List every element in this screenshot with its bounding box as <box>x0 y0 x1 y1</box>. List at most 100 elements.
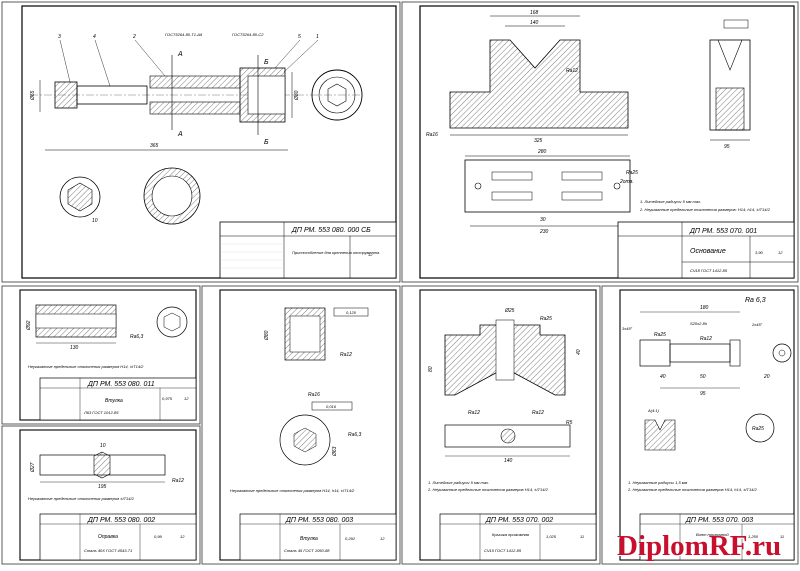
mandrel-roughness: Ra12 <box>172 478 184 484</box>
cover-dim-r5: R5 <box>566 420 573 426</box>
balloon-4: 4 <box>93 34 96 40</box>
sleeve2-roughness-2: Ra16 <box>308 392 320 398</box>
sleeve1-name: Втулка <box>105 398 123 404</box>
sleeve2-roughness-1: Ra12 <box>340 352 352 358</box>
base-name: Основание <box>690 248 726 255</box>
weld-standard-2: ГОСТ5264-80-С2 <box>232 32 264 37</box>
sheet-sleeve-2: 0,120 Ø80 Ra12 0,016 Ra16 Ra6,3 Ø63 Неук… <box>201 285 401 565</box>
screw-roughness-2: Ra12 <box>700 336 712 342</box>
section-mark-b-top: Б <box>264 59 269 66</box>
screw-roughness-main: Ra 6,3 <box>745 297 766 304</box>
sleeve1-material: Л63 ГОСТ 1012-85 <box>83 410 119 415</box>
sheet-assembly: 3 4 2 5 1 ГОСТ5264-80-Т1-Δ6 ГОСТ5264-80-… <box>1 1 401 283</box>
dim-dia-right: Ø80 <box>294 90 300 101</box>
section-mark-a-top: А <box>177 51 183 58</box>
section-a: 10 <box>59 176 101 224</box>
screw-dim-95: 95 <box>700 391 706 397</box>
cover-dim-dia25: Ø25 <box>504 308 515 314</box>
base-note-2: 2. Неуказанные предельные отклонения раз… <box>639 207 771 212</box>
sleeve2-designation: ДП РМ. 553 080. 003 <box>285 517 353 524</box>
sleeve1-dim-130: 130 <box>70 345 79 351</box>
balloon-5: 5 <box>298 34 301 40</box>
sleeve1-designation: ДП РМ. 553 080. 011 <box>87 381 155 388</box>
mandrel-sheet: 12 <box>180 534 185 539</box>
balloon-3: 3 <box>58 34 61 40</box>
assembly-name: Приспособление для крепления инструмента <box>292 250 380 255</box>
screw-dim-20: 20 <box>763 374 770 380</box>
cover-roughness-3: Ra12 <box>532 410 544 416</box>
sleeve2-note: Неуказанные предельные отклонения размер… <box>230 488 355 493</box>
screw-dim-180: 180 <box>700 305 709 311</box>
title-block-base: ДП РМ. 553 070. 001 Основание СЧ18 ГОСТ … <box>617 221 795 279</box>
base-front-view: 168 140 325 Ra12 Ra16 <box>426 10 629 144</box>
base-dim-30: 30 <box>540 217 546 223</box>
sheet-mandrel: 195 10 Ø27 Ra12 Неуказанные предельные о… <box>1 425 201 565</box>
mandrel-note: Неуказанные предельные отклонения размер… <box>28 496 135 501</box>
title-block-cover: ДП РМ. 553 070. 002 Крышка прижимная СЧ1… <box>439 513 597 561</box>
title-block-assembly: ДП РМ. 553 080. 000 СБ Приспособление дл… <box>219 221 397 279</box>
section-b <box>143 167 201 225</box>
base-dim-96: 95 <box>724 144 730 150</box>
balloon-1: 1 <box>316 34 319 40</box>
mandrel-dim-195: 195 <box>98 484 107 490</box>
base-dim-325: 325 <box>534 138 543 144</box>
sleeve2-roughness-3: Ra6,3 <box>348 432 362 438</box>
base-dim-230: 230 <box>539 229 549 235</box>
cover-note-1: 1. Литейные радиусы 5 мм max. <box>428 480 489 485</box>
title-block-sleeve-2: ДП РМ. 553 080. 003 Втулка Сталь 45 ГОСТ… <box>239 513 397 561</box>
base-roughness-3: Ra25 <box>626 170 638 176</box>
sleeve2-tol-2: 0,016 <box>326 404 337 409</box>
base-material: СЧ18 ГОСТ 1412-85 <box>690 268 728 273</box>
sheet-base: 168 140 325 Ra12 Ra16 95 280 230 3 <box>401 1 799 283</box>
sleeve2-name: Втулка <box>300 536 318 542</box>
base-top-view: 280 230 30 2отв. Ra25 <box>464 149 638 235</box>
cover-name: Крышка прижимная <box>492 532 530 537</box>
sleeve1-roughness: Ra6,3 <box>130 334 144 340</box>
cover-mass: 1,025 <box>546 534 557 539</box>
sleeve2-sheet: 12 <box>380 536 385 541</box>
mandrel-mass: 0,99 <box>154 534 163 539</box>
base-roughness-1: Ra12 <box>566 68 578 74</box>
screw-chamfer-1: 3х45° <box>622 326 633 331</box>
base-dim-280: 280 <box>537 149 547 155</box>
title-block-mandrel: ДП РМ. 553 080. 002 Оправка Сталь 40Х ГО… <box>39 513 197 561</box>
screw-roughness-3: Ra25 <box>752 426 764 432</box>
screw-sheet: 11 <box>780 534 784 539</box>
watermark-logo: DiplomRF.ru <box>617 530 782 562</box>
cover-note-2: 2. Неуказанные предельные отклонения раз… <box>427 487 549 492</box>
dim-dia-left: Ø65 <box>30 90 36 101</box>
screw-name: Винт прижимной <box>696 532 729 537</box>
screw-thread: S20x2-8h <box>690 321 708 326</box>
title-block-screw: ДП РМ. 553 070. 003 Винт прижимной 1,250… <box>639 513 795 561</box>
sleeve2-material: Сталь 45 ГОСТ 1050-88 <box>284 548 330 553</box>
section-mark-a-bottom: А <box>177 131 183 138</box>
base-roughness-2: Ra16 <box>426 132 438 138</box>
dim-length: 365 <box>150 143 159 149</box>
section-a-dim: 10 <box>92 218 98 224</box>
cover-dim-40: 40 <box>576 349 582 355</box>
mandrel-name: Оправка <box>98 534 118 540</box>
sleeve1-note: Неуказанные предельные отклонения размер… <box>28 364 144 369</box>
screw-note-1: 1. Неуказанные радиусы 1,5 мм <box>628 480 688 485</box>
base-dim-168: 168 <box>530 10 539 16</box>
screw-note-2: 2. Неуказанные предельные отклонения раз… <box>627 487 758 492</box>
base-note-1: 1. Литейные радиусы 5 мм max. <box>640 199 701 204</box>
mandrel-material: Сталь 40Х ГОСТ 4543-71 <box>84 548 132 553</box>
cover-roughness-2: Ra12 <box>468 410 480 416</box>
screw-mass: 1,250 <box>748 534 759 539</box>
screw-detail-label: А(4:1) <box>647 408 660 413</box>
weld-standard-1: ГОСТ5264-80-Т1-Δ6 <box>165 32 203 37</box>
sheet-cover: 140 Ø25 40 80 Ra25 Ra12 Ra12 R5 1. Литей… <box>401 285 601 565</box>
assembly-designation: ДП РМ. 553 080. 000 СБ <box>291 227 371 234</box>
cover-sheet: 11 <box>580 534 584 539</box>
title-block-sleeve-1: ДП РМ. 553 080. 011 Втулка Л63 ГОСТ 1012… <box>39 377 197 421</box>
cover-dim-80: 80 <box>428 366 434 372</box>
base-side-view: 95 <box>709 19 751 150</box>
mandrel-designation: ДП РМ. 553 080. 002 <box>87 517 155 524</box>
sheet-screw: Ra 6,3 180 95 40 50 20 S20x2-8h 3х45° 2х… <box>601 285 799 565</box>
cover-roughness-1: Ra25 <box>540 316 552 322</box>
balloon-2: 2 <box>132 34 136 40</box>
base-dim-140: 140 <box>530 20 539 26</box>
base-designation: ДП РМ. 553 070. 001 <box>689 228 757 235</box>
